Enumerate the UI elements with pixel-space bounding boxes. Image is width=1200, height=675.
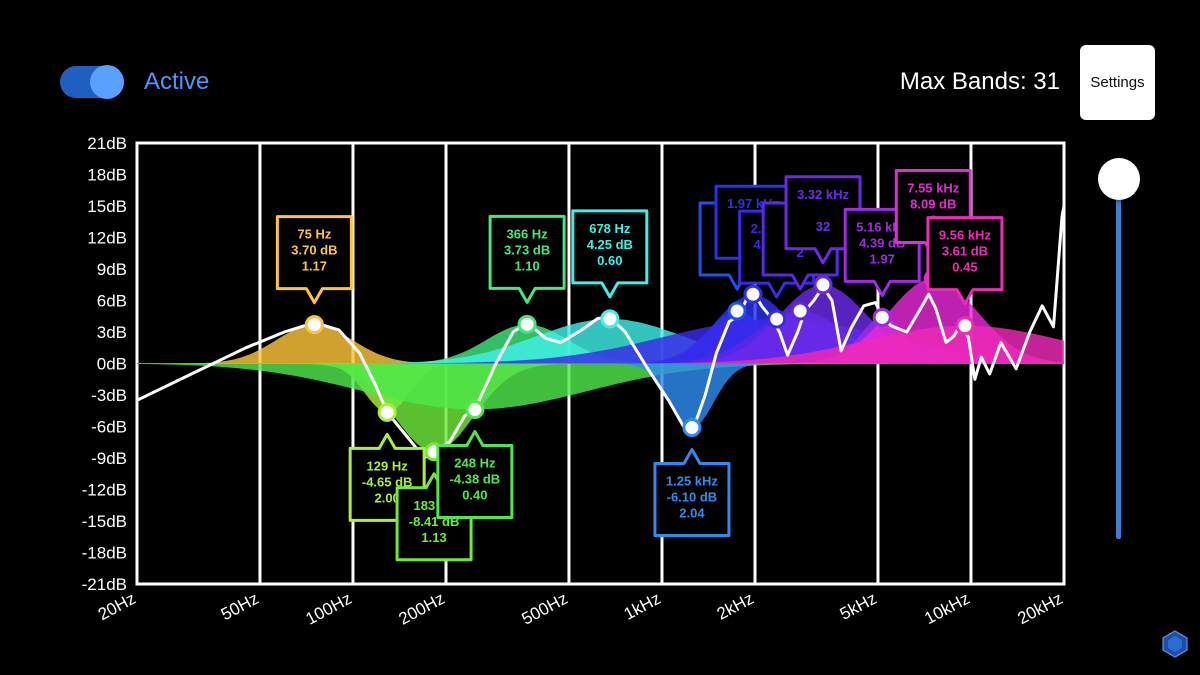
- band-label-text: 248 Hz: [454, 455, 496, 470]
- x-tick-label: 200Hz: [396, 589, 448, 629]
- band-node: [304, 315, 324, 335]
- band-node: [600, 309, 620, 329]
- band-node: [955, 316, 975, 336]
- y-tick-label: 0dB: [97, 355, 127, 374]
- band-label-box: [784, 175, 862, 265]
- band-fill: [636, 284, 1010, 364]
- band-label-text: 2.04: [679, 506, 705, 521]
- band-fill: [269, 363, 599, 452]
- band-label: 678 Hz4.25 dB0.60: [571, 209, 649, 299]
- band-label-text: 1.17: [302, 259, 327, 274]
- band-label-text: 7.55 kHz: [907, 181, 960, 196]
- toggle-knob: [90, 65, 124, 99]
- band-label-text: 75 Hz: [297, 227, 331, 242]
- band-label: 366 Hz3.73 dB1.10: [488, 214, 566, 304]
- band-label-text: 32: [816, 219, 830, 234]
- band-label-text: 2: [797, 245, 804, 260]
- band-label-box: [436, 429, 514, 519]
- band-node: [517, 314, 537, 334]
- band-label-text: 0.60: [597, 253, 622, 268]
- x-tick-label: 20kHz: [1014, 589, 1065, 628]
- y-tick-label: 15dB: [87, 197, 127, 216]
- band-label-box: [653, 448, 731, 538]
- band-fill: [600, 363, 784, 428]
- x-tick-label: 100Hz: [303, 589, 355, 629]
- y-tick-label: -12dB: [82, 481, 127, 500]
- x-tick-label: 50Hz: [218, 589, 262, 624]
- band-fill: [299, 318, 921, 364]
- y-tick-label: -18dB: [82, 544, 127, 563]
- y-tick-label: -15dB: [82, 512, 127, 531]
- y-tick-label: 9dB: [97, 260, 127, 279]
- x-tick-label: 1kHz: [621, 589, 664, 624]
- band-label-box: [571, 209, 649, 299]
- band-label-text: -6.10 dB: [667, 490, 718, 505]
- band-label-text: 0.40: [462, 487, 487, 502]
- band-label-text: 1.25 kHz: [666, 474, 719, 489]
- x-tick-label: 5kHz: [837, 589, 880, 624]
- band-label-text: 4.39 dB: [859, 235, 905, 250]
- y-tick-label: 18dB: [87, 166, 127, 185]
- band-label-text: 3.32 kHz: [797, 187, 850, 202]
- active-label: Active: [144, 68, 210, 95]
- y-tick-label: -6dB: [91, 418, 127, 437]
- logo-icon: [1162, 630, 1188, 658]
- y-tick-label: -21dB: [82, 575, 127, 594]
- band-label-text: 1.13: [421, 530, 446, 545]
- x-tick-label: 20Hz: [95, 589, 139, 624]
- y-tick-label: 6dB: [97, 292, 127, 311]
- band-fill: [155, 324, 474, 364]
- band-fill: [551, 325, 1064, 364]
- band-label-text: 3.61 dB: [942, 244, 988, 259]
- band-node: [727, 301, 747, 321]
- band-node: [682, 418, 702, 438]
- y-tick-label: -9dB: [91, 449, 127, 468]
- settings-button[interactable]: Settings: [1080, 45, 1155, 120]
- band-node: [872, 307, 892, 327]
- band-label-text: 678 Hz: [589, 221, 631, 236]
- band-fill: [137, 363, 941, 410]
- band-node: [790, 301, 810, 321]
- band-label-text: 2.00: [374, 490, 399, 505]
- gain-slider-handle[interactable]: [1098, 158, 1140, 200]
- band-node: [465, 399, 485, 419]
- band-label-box: [488, 214, 566, 304]
- band-label-text: 1.97: [870, 251, 895, 266]
- band-label-text: 4.25 dB: [587, 237, 633, 252]
- band-label-text: -4.38 dB: [450, 471, 501, 486]
- band-node: [767, 309, 787, 329]
- band-label: 1.25 kHz-6.10 dB2.04: [653, 448, 731, 538]
- band-label-box: [926, 216, 1004, 306]
- y-tick-label: -3dB: [91, 386, 127, 405]
- x-tick-label: 500Hz: [519, 589, 571, 629]
- y-tick-label: 21dB: [87, 134, 127, 153]
- band-node: [813, 275, 833, 295]
- y-tick-label: 3dB: [97, 323, 127, 342]
- band-label-text: 129 Hz: [367, 458, 409, 473]
- x-tick-label: 2kHz: [714, 589, 757, 624]
- band-node: [743, 284, 763, 304]
- x-tick-label: 10kHz: [921, 589, 972, 628]
- active-toggle[interactable]: [60, 65, 124, 99]
- band-label-box: [275, 215, 353, 305]
- band-label: 75 Hz3.70 dB1.17: [275, 215, 353, 305]
- max-bands-label: Max Bands: 31: [899, 68, 1060, 95]
- band-label-text: 1.10: [514, 258, 539, 273]
- band-node: [377, 402, 397, 422]
- band-label-text: 9.56 kHz: [939, 228, 992, 243]
- gain-slider-track[interactable]: [1116, 196, 1121, 539]
- band-label: 3.32 kHz 32: [784, 175, 862, 265]
- band-label-text: 366 Hz: [506, 226, 548, 241]
- y-tick-label: 12dB: [87, 229, 127, 248]
- band-label-text: 3.70 dB: [291, 243, 337, 258]
- band-label: 248 Hz-4.38 dB0.40: [436, 429, 514, 519]
- band-label-text: -4.65 dB: [362, 474, 413, 489]
- band-label-text: 0.45: [952, 260, 977, 275]
- band-label-text: 3.73 dB: [504, 242, 550, 257]
- band-label-text: 8.09 dB: [910, 197, 956, 212]
